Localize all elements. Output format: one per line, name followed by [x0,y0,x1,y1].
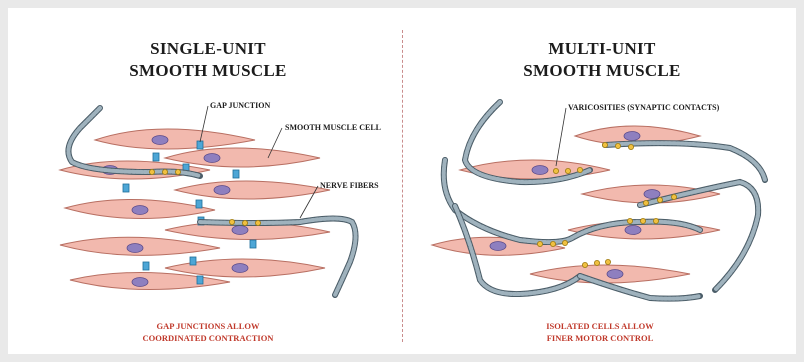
varicosity [255,220,260,225]
single-unit-title-line1: SINGLE-UNIT [118,38,298,60]
cell-nucleus [644,190,660,199]
multi-unit-caption: ISOLATED CELLS ALLOW FINER MOTOR CONTROL [510,320,690,344]
varicosity [562,240,567,245]
varicosity [162,169,167,174]
cell-nucleus [532,166,548,175]
varicosity [565,168,570,173]
muscle-cell [175,181,330,199]
varicosity [553,168,558,173]
cell-nucleus [624,132,640,141]
varicosity [229,219,234,224]
cell-nucleus [132,278,148,287]
gap-junction-label: GAP JUNCTION [210,101,270,110]
cell-nucleus [232,264,248,273]
multi-unit-caption-line2: FINER MOTOR CONTROL [510,332,690,344]
cell-nucleus [204,154,220,163]
varicosity [175,169,180,174]
multi-unit-title-line1: MULTI-UNIT [502,38,702,60]
varicosity [550,241,555,246]
varicosity [643,200,648,205]
cell-nucleus [214,186,230,195]
gap-junction [153,153,159,161]
cell-nucleus [232,226,248,235]
smooth-muscle-cell-label: SMOOTH MUSCLE CELL [285,123,381,132]
varicosity [582,262,587,267]
gap-junction [143,262,149,270]
multi-unit-caption-line1: ISOLATED CELLS ALLOW [510,320,690,332]
varicosity [537,241,542,246]
multi-unit-title-line2: SMOOTH MUSCLE [502,60,702,82]
cell-nucleus [127,244,143,253]
varicosity [627,218,632,223]
gap-junction [190,257,196,265]
gap-junction [123,184,129,192]
varicosity [605,259,610,264]
nerve-fibers-label: NERVE FIBERS [320,181,379,190]
varicosity [628,144,633,149]
multi-unit-nuclei [490,132,660,279]
cell-nucleus [132,206,148,215]
varicosity [615,143,620,148]
varicosity [653,218,658,223]
cell-nucleus [607,270,623,279]
varicosity [577,167,582,172]
varicosity [149,169,154,174]
single-unit-panel [60,106,356,295]
gap-junction [233,170,239,178]
varicosity [602,142,607,147]
varicosity [242,220,247,225]
single-unit-cells [60,129,330,290]
gap-junction [196,200,202,208]
multi-unit-leader-lines [556,108,566,166]
gap-junction [197,141,203,149]
multi-unit-panel [432,102,765,299]
single-unit-title: SINGLE-UNIT SMOOTH MUSCLE [118,38,298,82]
varicosity [657,197,662,202]
gap-junction [197,276,203,284]
varicosities-label: VARICOSITIES (SYNAPTIC CONTACTS) [568,103,719,112]
single-unit-title-line2: SMOOTH MUSCLE [118,60,298,82]
cell-nucleus [152,136,168,145]
single-unit-caption-line1: GAP JUNCTIONS ALLOW [118,320,298,332]
varicosity [594,260,599,265]
varicosity [640,218,645,223]
muscle-cell [95,129,255,149]
cell-nucleus [625,226,641,235]
gap-junction [250,240,256,248]
cell-nucleus [490,242,506,251]
multi-unit-title: MULTI-UNIT SMOOTH MUSCLE [502,38,702,82]
single-unit-caption-line2: COORDINATED CONTRACTION [118,332,298,344]
single-unit-caption: GAP JUNCTIONS ALLOW COORDINATED CONTRACT… [118,320,298,344]
varicosity [671,194,676,199]
